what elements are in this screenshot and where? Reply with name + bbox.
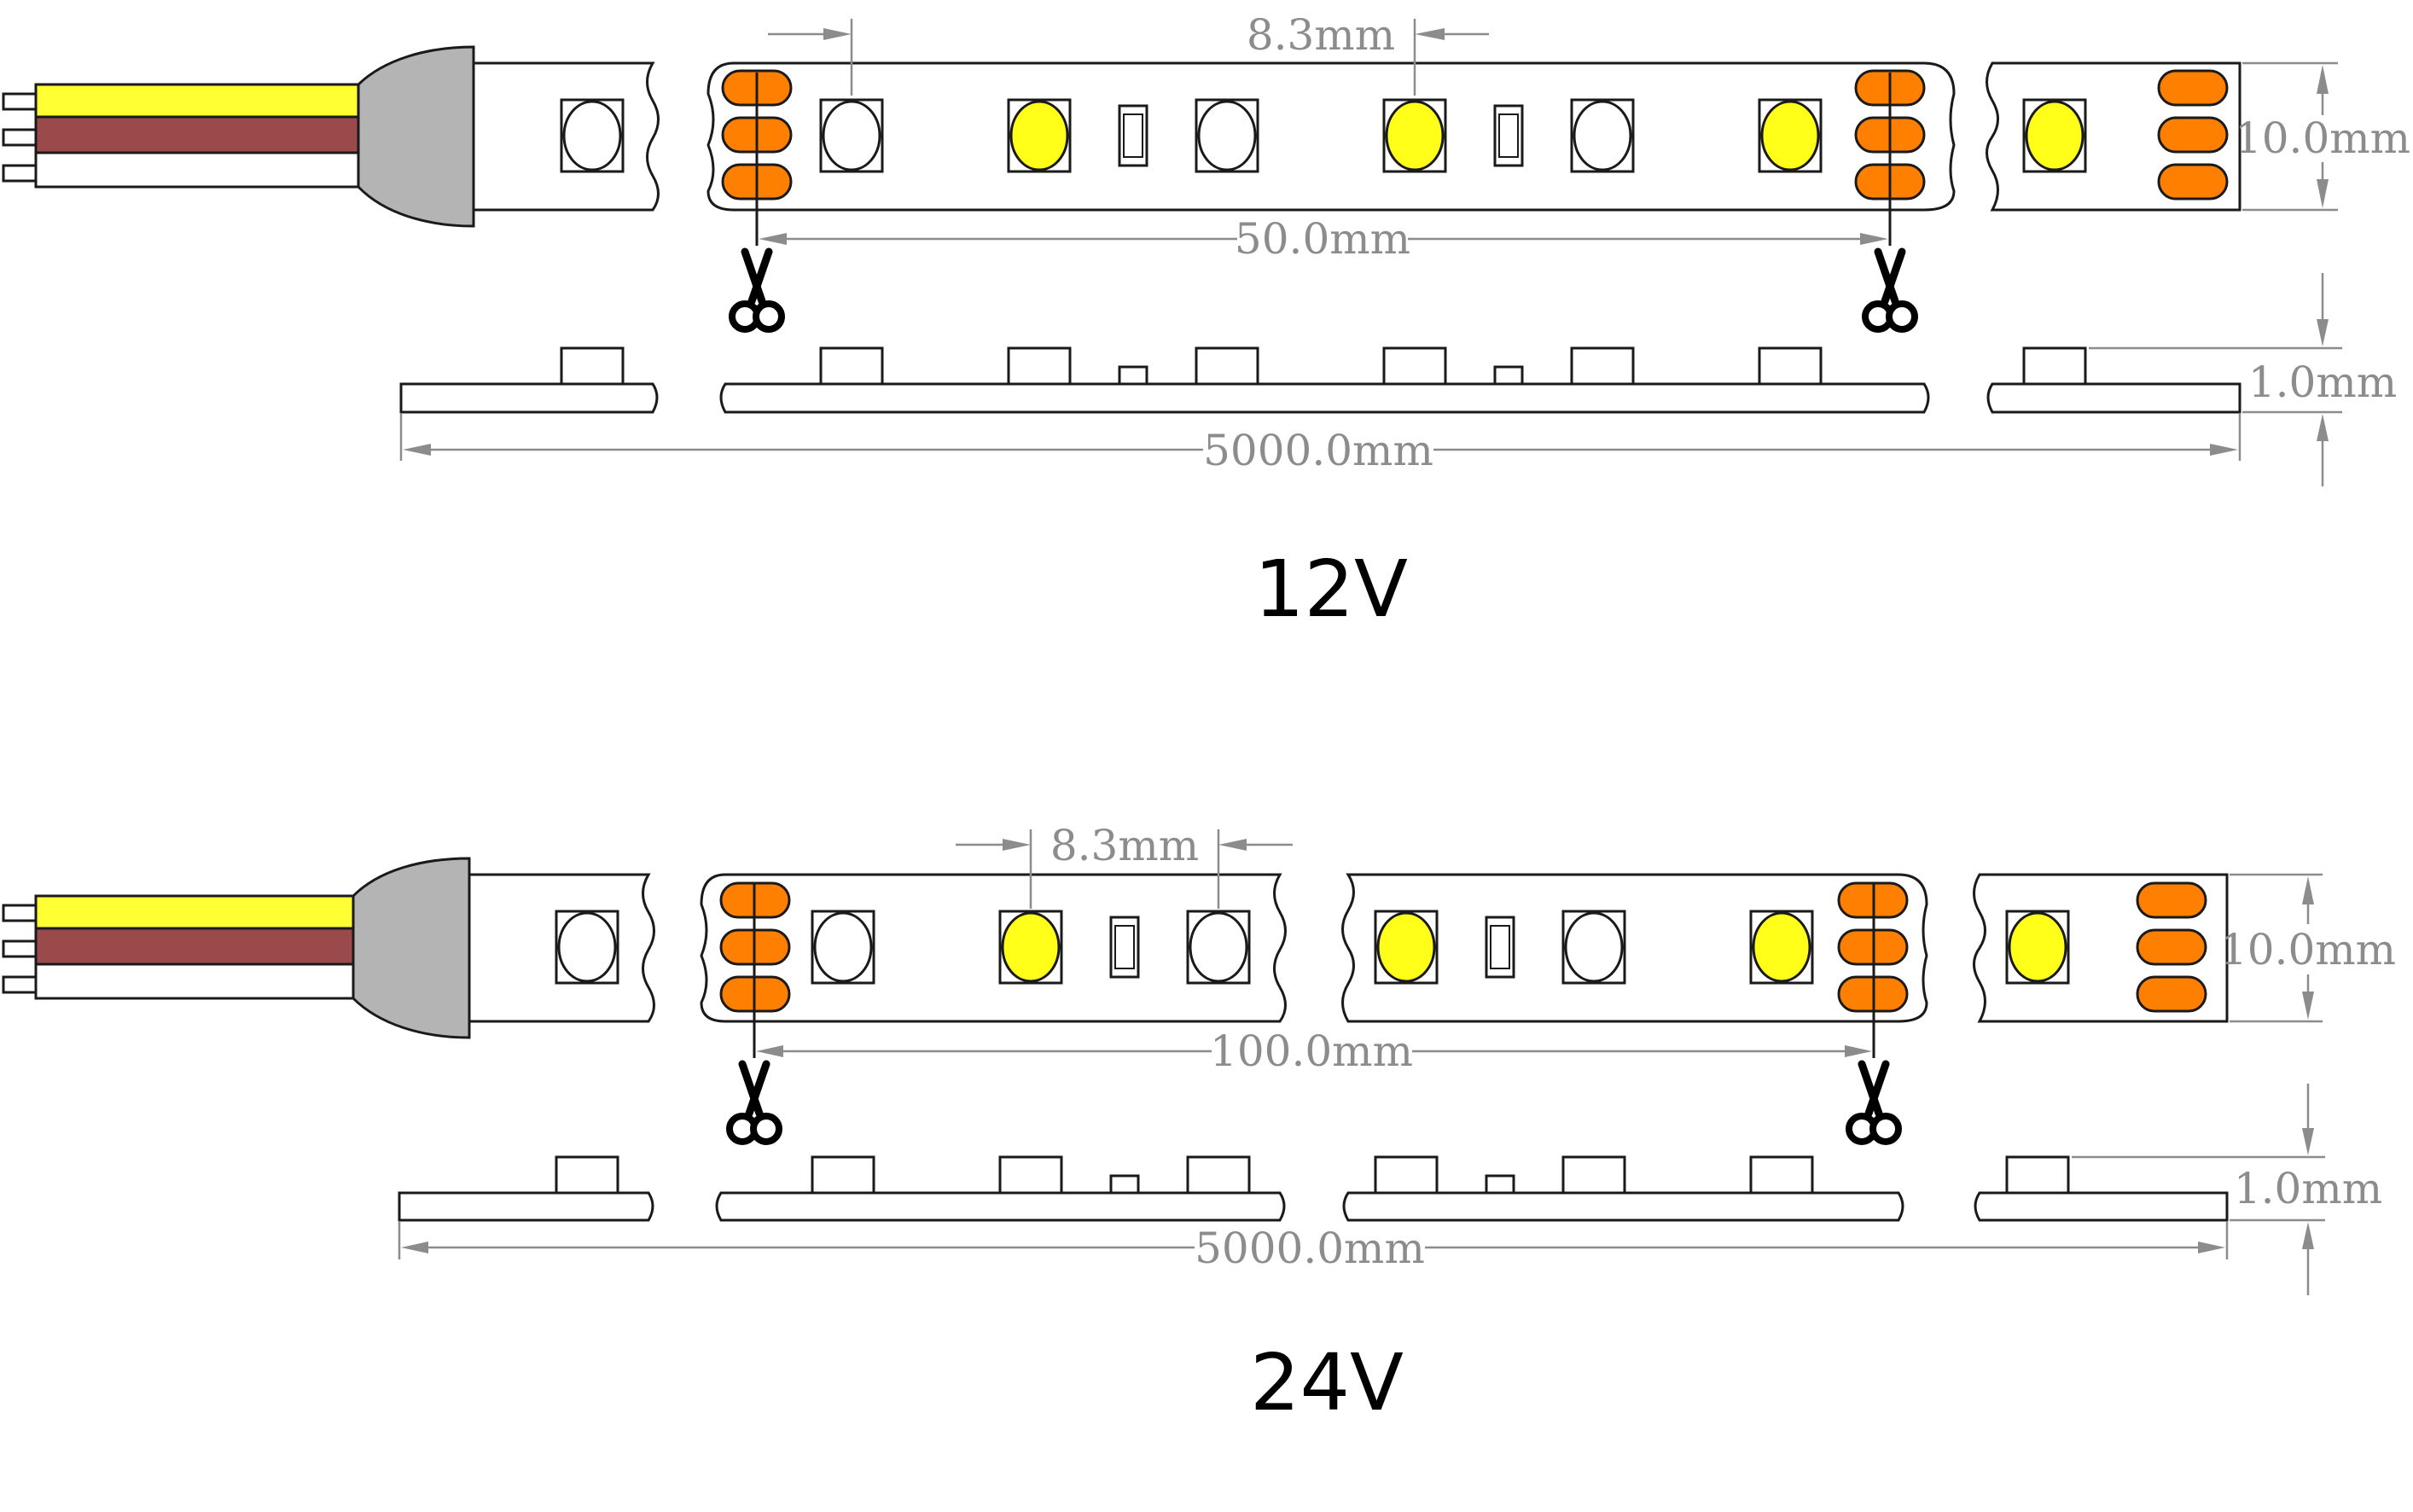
- led-white: [1561, 910, 1626, 985]
- connector-boot: [357, 45, 475, 228]
- led-white: [819, 98, 884, 173]
- cut-length-label: 100.0mm: [1210, 1026, 1413, 1076]
- wire-brown: [34, 115, 360, 154]
- side-profile: [399, 346, 2241, 414]
- led-warm: [998, 910, 1063, 985]
- cut-length-dimension: 50.0mm: [759, 214, 1888, 264]
- led-warm: [1758, 98, 1823, 173]
- wire-white: [34, 151, 360, 189]
- scissors-icon: [732, 252, 782, 329]
- resistor: [1118, 104, 1148, 167]
- wire-pin: [2, 128, 38, 147]
- wire-yellow: [34, 83, 360, 119]
- cut-length-dimension: 100.0mm: [756, 1026, 1872, 1076]
- led-row: [560, 98, 2087, 173]
- resistor: [1109, 916, 1140, 979]
- wire-pin: [2, 975, 38, 994]
- width-label: 10.0mm: [2235, 113, 2410, 163]
- wire-white: [34, 962, 355, 1000]
- cut-length-label: 50.0mm: [1235, 214, 1410, 264]
- led-pitch-label: 8.3mm: [1050, 821, 1199, 870]
- led-warm: [1749, 910, 1814, 985]
- wire-pin: [2, 164, 38, 183]
- led-white: [1195, 98, 1259, 173]
- scissors-icon: [730, 1064, 779, 1142]
- connector-boot: [352, 857, 471, 1039]
- led-row: [555, 910, 2070, 985]
- voltage-title: 24V: [1250, 1337, 1404, 1428]
- thickness-label: 1.0mm: [2234, 1164, 2382, 1213]
- led-white: [811, 910, 875, 985]
- wire-pin: [2, 904, 38, 922]
- thickness-label: 1.0mm: [2248, 358, 2397, 407]
- thickness-dimension: 1.0mm: [2072, 1084, 2382, 1295]
- wire-yellow: [34, 894, 355, 930]
- width-label: 10.0mm: [2220, 925, 2396, 974]
- led-white: [1570, 98, 1635, 173]
- resistor: [1485, 916, 1515, 979]
- wire-harness: [2, 857, 471, 1039]
- solder-pads: [721, 69, 2229, 201]
- voltage-title: 12V: [1254, 544, 1408, 635]
- total-length-dimension: 5000.0mm: [398, 1222, 2229, 1273]
- wire-pin: [2, 939, 38, 958]
- led-white: [560, 98, 625, 173]
- side-profile: [398, 1155, 2229, 1222]
- resistor: [1493, 104, 1524, 167]
- total-length-label: 5000.0mm: [1203, 426, 1433, 475]
- width-dimension: 10.0mm: [2220, 873, 2396, 1023]
- thickness-dimension: 1.0mm: [2089, 273, 2397, 486]
- diagram-12v: 8.3mm 50.0mm 10.0mm: [2, 10, 2410, 635]
- wire-harness: [2, 45, 475, 228]
- led-white: [555, 910, 619, 985]
- led-warm: [1007, 98, 1072, 173]
- led-warm: [2022, 98, 2087, 173]
- wire-pin: [2, 92, 38, 111]
- led-white: [1186, 910, 1251, 985]
- led-warm: [2005, 910, 2070, 985]
- wire-brown: [34, 927, 355, 966]
- led-pitch-dimension: 8.3mm: [768, 10, 1489, 96]
- width-dimension: 10.0mm: [2235, 61, 2410, 212]
- led-pitch-dimension: 8.3mm: [956, 821, 1293, 909]
- total-length-label: 5000.0mm: [1195, 1224, 1425, 1273]
- led-pitch-label: 8.3mm: [1247, 10, 1395, 60]
- diagram-24v: 8.3mm 100.0mm 10.0mm: [2, 821, 2396, 1428]
- scissors-icon: [1849, 1064, 1898, 1142]
- led-warm: [1374, 910, 1439, 985]
- led-warm: [1382, 98, 1447, 173]
- total-length-dimension: 5000.0mm: [399, 414, 2241, 475]
- scissors-icon: [1865, 252, 1915, 329]
